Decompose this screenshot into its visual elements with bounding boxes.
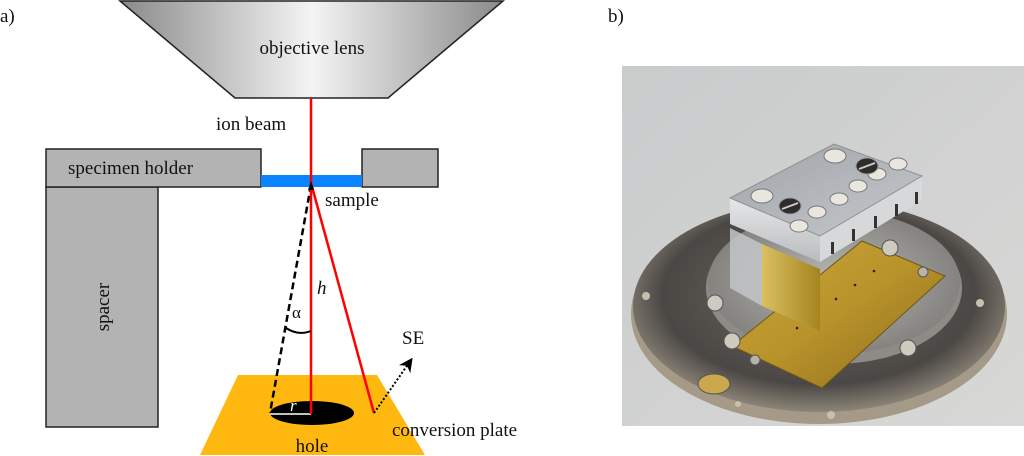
hole-label: hole xyxy=(296,436,329,456)
specimen-holder-right-block xyxy=(361,148,439,188)
angle-arc xyxy=(285,327,312,334)
block-hole xyxy=(807,205,827,219)
screw-slot xyxy=(858,162,876,170)
hex-screw xyxy=(881,239,899,257)
panel-label-a: a) xyxy=(0,6,15,27)
se-arrow xyxy=(373,357,413,414)
block-slot xyxy=(852,229,855,241)
specimen-holder-label: specimen holder xyxy=(68,158,194,179)
block-hole xyxy=(848,179,868,193)
objective-lens xyxy=(117,0,506,99)
block-hole xyxy=(829,192,849,206)
block-front-face xyxy=(730,198,820,262)
block-slot xyxy=(895,204,898,216)
pin xyxy=(749,354,761,366)
photo-illustration xyxy=(622,66,1024,426)
block-slot xyxy=(874,216,877,228)
panel-label-b: b) xyxy=(608,6,624,27)
block-hole xyxy=(789,219,809,233)
spacer-label: spacer xyxy=(93,282,114,331)
beam-tip-marker xyxy=(308,181,314,190)
gold-vertical-face xyxy=(762,244,820,331)
base-small-hole xyxy=(827,411,835,419)
specimen-holder xyxy=(45,148,262,188)
block-side-face xyxy=(730,228,762,306)
objective-lens-label: objective lens xyxy=(260,38,365,59)
base-large-hole xyxy=(697,373,731,395)
block-hole xyxy=(750,188,774,204)
block-hole xyxy=(823,148,847,164)
base-small-hole xyxy=(976,299,984,307)
plate-hole xyxy=(834,297,838,301)
plate-hole xyxy=(795,326,799,330)
plate-hole xyxy=(853,283,857,287)
spacer xyxy=(45,186,159,428)
hex-screw xyxy=(706,294,724,312)
angle-symbol: α xyxy=(292,303,301,322)
block-right-face xyxy=(820,176,922,262)
plate-hole xyxy=(872,269,876,273)
block-hole xyxy=(888,157,908,171)
conversion-plate-label: conversion plate xyxy=(392,420,517,441)
hex-screw xyxy=(723,332,741,350)
ion-beam-label: ion beam xyxy=(216,114,286,135)
base-small-hole xyxy=(735,401,741,407)
hex-screw xyxy=(899,339,917,357)
screw-slot xyxy=(781,202,799,210)
radius-symbol: r xyxy=(290,396,297,415)
transmitted-beam-line xyxy=(309,182,376,414)
specimen-holder-photo xyxy=(622,66,1024,426)
cone-edge-dashed-line xyxy=(268,184,313,414)
block-slot xyxy=(915,192,918,204)
pin xyxy=(917,266,929,278)
base-small-hole xyxy=(642,292,650,300)
height-symbol: h xyxy=(317,278,327,299)
se-label: SE xyxy=(402,328,424,349)
sample-label: sample xyxy=(325,190,379,211)
block-slot xyxy=(831,242,834,254)
